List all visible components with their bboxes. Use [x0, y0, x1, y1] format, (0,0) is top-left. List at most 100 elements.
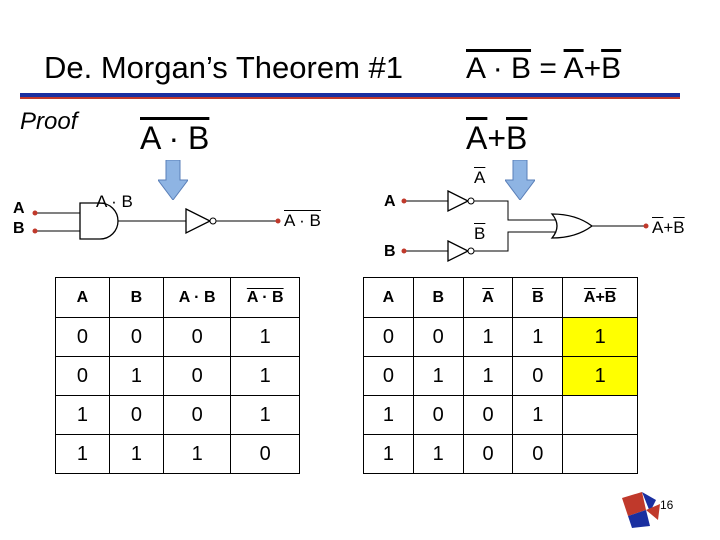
table-row: 1 0 0 1 [363, 395, 638, 435]
not-a-label: A [474, 168, 486, 187]
title-formula-rhs-a: A [563, 52, 584, 85]
not-gate-a-icon [447, 189, 475, 213]
table-cell: 0 [55, 356, 110, 396]
header-a: A [363, 277, 414, 318]
left-expression: A · B [140, 120, 210, 156]
table-cell: 0 [55, 317, 110, 357]
left-input-b: B [13, 220, 25, 237]
university-logo-icon [622, 492, 660, 528]
table-cell: 1 [412, 434, 464, 474]
right-input-a: A [384, 193, 396, 210]
header-a-and-b: A · B [162, 277, 232, 318]
or-gate-icon [550, 213, 594, 239]
left-truth-table: A B A · B A · B 0 0 0 1 0 1 0 1 1 0 0 1 … [55, 277, 300, 474]
table-cell: 0 [363, 317, 414, 357]
table-cell: 0 [512, 434, 564, 474]
table-cell: 1 [162, 434, 232, 474]
header-nand-text: A · B [246, 288, 284, 306]
right-expression-plus: + [487, 120, 507, 156]
table-cell: 1 [462, 317, 514, 357]
header-or-b: B [604, 288, 617, 306]
right-circuit-diagram [401, 189, 649, 263]
table-cell-highlighted: 1 [562, 317, 638, 357]
header-nand: A · B [230, 277, 300, 318]
header-not-b: B [512, 277, 564, 318]
and-gate-icon [79, 202, 119, 240]
table-row: 0 0 1 1 1 [363, 317, 638, 357]
right-input-b: B [384, 243, 396, 260]
header-or-of-nots: A+B [562, 277, 638, 318]
and-output-label: A · B [96, 192, 133, 211]
title-formula-lhs: A · B [466, 52, 532, 85]
table-cell: 0 [363, 356, 414, 396]
table-cell: 0 [108, 317, 164, 357]
right-expression-b: B [506, 120, 528, 156]
table-row: 0 1 0 1 [55, 356, 300, 396]
title-underline-blue [20, 93, 680, 97]
right-output-a: A [652, 218, 664, 237]
table-row: 1 1 0 0 [363, 434, 638, 474]
table-cell: 0 [162, 395, 232, 435]
title-underline-red [20, 97, 680, 99]
proof-label: Proof [20, 108, 78, 135]
header-b: B [108, 277, 164, 318]
table-cell: 0 [230, 434, 300, 474]
table-cell: 0 [462, 395, 514, 435]
table-cell: 1 [55, 434, 110, 474]
table-cell: 1 [363, 395, 414, 435]
table-cell [562, 395, 638, 435]
header-not-a-text: A [482, 288, 494, 306]
table-cell: 0 [462, 434, 514, 474]
table-header-row: A B A B A+B [363, 277, 638, 318]
table-cell: 1 [230, 317, 300, 357]
right-truth-table: A B A B A+B 0 0 1 1 1 0 1 1 0 1 1 0 0 1 … [363, 277, 638, 474]
table-cell: 1 [512, 317, 564, 357]
table-cell: 1 [462, 356, 514, 396]
table-cell: 1 [108, 356, 164, 396]
table-cell: 0 [412, 395, 464, 435]
table-row: 1 0 0 1 [55, 395, 300, 435]
title-formula: A · B = A+B [466, 52, 621, 86]
table-cell: 0 [512, 356, 564, 396]
down-arrow-left-icon [158, 160, 188, 200]
table-cell: 0 [162, 356, 232, 396]
title-formula-rhs-b: B [601, 52, 622, 85]
right-expression: A+B [466, 120, 527, 157]
table-cell: 1 [412, 356, 464, 396]
not-gate-icon [185, 207, 217, 235]
right-output-label: A+B [652, 218, 685, 238]
table-cell: 1 [230, 356, 300, 396]
table-cell-highlighted: 1 [562, 356, 638, 396]
left-output-label: A · B [284, 211, 321, 230]
header-not-b-text: B [532, 288, 544, 306]
table-cell: 1 [512, 395, 564, 435]
table-row: 1 1 1 0 [55, 434, 300, 474]
table-cell: 0 [412, 317, 464, 357]
table-cell: 0 [162, 317, 232, 357]
title-formula-equals: = [539, 52, 557, 85]
header-b: B [412, 277, 464, 318]
header-a: A [55, 277, 110, 318]
header-or-a: A [583, 288, 596, 306]
right-expression-a: A [466, 120, 488, 156]
header-not-a: A [462, 277, 514, 318]
page-number: 16 [660, 498, 674, 512]
table-header-row: A B A · B A · B [55, 277, 300, 318]
table-cell: 1 [108, 434, 164, 474]
table-cell: 1 [363, 434, 414, 474]
left-circuit-diagram [32, 202, 281, 240]
right-output-plus: + [663, 218, 674, 237]
not-b-label: B [474, 224, 486, 243]
table-cell: 0 [108, 395, 164, 435]
slide-title: De. Morgan’s Theorem #1 [44, 50, 403, 85]
table-cell: 1 [55, 395, 110, 435]
table-cell: 1 [230, 395, 300, 435]
down-arrow-right-icon [505, 160, 535, 200]
right-output-b: B [673, 218, 685, 237]
table-row: 0 1 1 0 1 [363, 356, 638, 396]
table-cell [562, 434, 638, 474]
title-formula-plus: + [583, 52, 602, 85]
header-or-plus: + [595, 288, 605, 306]
table-row: 0 0 0 1 [55, 317, 300, 357]
not-gate-b-icon [447, 239, 475, 263]
